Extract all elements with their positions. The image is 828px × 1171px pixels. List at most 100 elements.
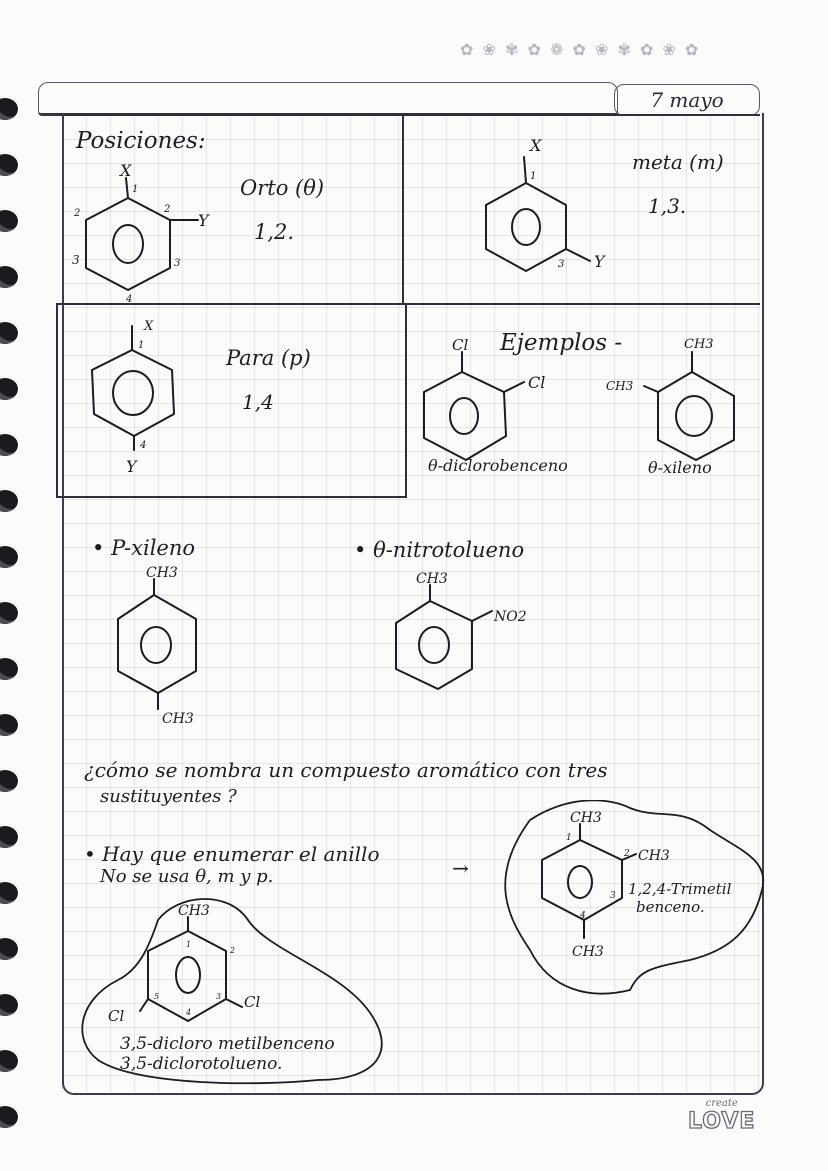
svg-text:2: 2 [73, 208, 80, 219]
svg-text:3: 3 [558, 259, 564, 270]
svg-text:3: 3 [174, 258, 180, 269]
o-nitrotoluene-structure: CH3 NO2 [395, 571, 527, 690]
svg-text:4: 4 [185, 1008, 191, 1017]
svg-text:CH3: CH3 [416, 571, 448, 587]
svg-text:NO2: NO2 [493, 609, 527, 625]
o-nitrotoluene-name: θ-nitrotolueno [373, 538, 525, 562]
rule-line-1: • Hay que enumerar el anillo [84, 842, 380, 866]
spiral-ring [0, 658, 18, 680]
spiral-ring [0, 770, 18, 792]
spiral-binding [0, 0, 52, 1171]
question-line-2: sustituyentes ? [100, 786, 237, 807]
svg-text:2: 2 [163, 204, 170, 215]
svg-text:Cl: Cl [528, 373, 545, 392]
svg-text:4: 4 [139, 440, 146, 451]
para-box-left [56, 303, 58, 498]
section-title: Posiciones: [76, 128, 206, 154]
spiral-ring [0, 938, 18, 960]
o-dichlorobenzene-structure: Cl Cl [423, 336, 545, 461]
brand-logo-small: create [705, 1098, 738, 1109]
o-xylene-structure: CH3 CH3 [606, 337, 735, 461]
spiral-ring [0, 490, 18, 512]
svg-text:2: 2 [229, 946, 235, 955]
spiral-ring [0, 210, 18, 232]
mid-divider-bottom [405, 305, 407, 498]
para-box-bottom [56, 496, 407, 498]
spiral-ring [0, 826, 18, 848]
question-line-1: ¿cómo se nombra un compuesto aromático c… [84, 758, 608, 782]
top-divider [64, 114, 760, 116]
ortho-label: Orto (θ) [240, 176, 325, 200]
svg-text:2: 2 [623, 849, 630, 859]
svg-text:X: X [143, 319, 154, 334]
arrow-icon: → [452, 856, 469, 880]
svg-text:1: 1 [132, 184, 138, 195]
svg-text:Y: Y [594, 252, 606, 271]
svg-text:3: 3 [216, 992, 221, 1001]
brand-logo: create LOVE [687, 1098, 756, 1135]
svg-text:1: 1 [530, 171, 536, 182]
title-bar [38, 82, 618, 116]
spiral-ring [0, 154, 18, 176]
svg-text:Y: Y [126, 457, 138, 476]
page-frame [62, 113, 764, 1095]
svg-text:CH3: CH3 [638, 848, 670, 864]
spiral-ring [0, 322, 18, 344]
svg-text:3: 3 [72, 253, 80, 267]
mid-divider-top [402, 116, 404, 304]
svg-text:5: 5 [154, 992, 159, 1001]
highlight-cloud-trimethyl [490, 799, 780, 1004]
o-xylene-label: θ-xileno [648, 458, 712, 477]
svg-text:3: 3 [610, 891, 616, 901]
o-nitrotoluene-label: • θ-nitrotolueno [354, 538, 525, 562]
svg-text:CH3: CH3 [178, 903, 210, 919]
rule-line-2: No se usa θ, m y p. [100, 866, 274, 887]
svg-text:1: 1 [186, 940, 191, 949]
trimethyl-name-line-2: benceno. [636, 898, 705, 916]
svg-text:CH3: CH3 [684, 337, 714, 352]
spiral-ring [0, 714, 18, 736]
svg-text:1: 1 [138, 340, 144, 351]
spiral-ring [0, 1050, 18, 1072]
dichloro-name-line-2: 3,5-diclorotolueno. [120, 1054, 283, 1074]
dichloro-name-line-1: 3,5-dicloro metilbenceno [120, 1034, 335, 1054]
svg-text:CH3: CH3 [606, 379, 634, 393]
svg-text:X: X [118, 161, 132, 180]
p-xylene-structure: CH3 CH3 [117, 565, 197, 727]
meta-positions: 1,3. [648, 194, 687, 218]
spiral-ring [0, 378, 18, 400]
svg-text:4: 4 [125, 294, 132, 305]
spiral-ring [0, 434, 18, 456]
svg-text:X: X [528, 136, 542, 155]
svg-text:Cl: Cl [108, 1007, 124, 1025]
p-xylene-label: • P-xileno [92, 536, 196, 560]
spiral-ring [0, 1106, 18, 1128]
spiral-ring [0, 602, 18, 624]
meta-label: meta (m) [632, 150, 724, 174]
spiral-ring [0, 98, 18, 120]
date-box: 7 mayo [614, 84, 760, 116]
para-label: Para (p) [226, 346, 311, 370]
svg-text:Y: Y [198, 211, 210, 230]
svg-text:1: 1 [566, 833, 572, 843]
o-dichlorobenzene-label: θ-diclorobenceno [428, 456, 568, 475]
p-xylene-name: P-xileno [111, 536, 196, 560]
spiral-ring [0, 994, 18, 1016]
grid-paper [62, 115, 760, 1093]
svg-text:CH3: CH3 [162, 711, 194, 727]
trimethyl-name-line-1: 1,2,4-Trimetil [628, 880, 732, 898]
para-positions: 1,4 [242, 390, 274, 414]
spiral-ring [0, 546, 18, 568]
svg-text:CH3: CH3 [146, 565, 178, 581]
ortho-benzene-structure: X Y 1 2 2 3 3 4 [72, 161, 210, 305]
meta-benzene-structure: X Y 1 3 [485, 136, 606, 272]
flower-doodle-border: ✿ ❀ ✾ ✿ ❁ ✿ ❀ ✾ ✿ ❀ ✿ [460, 40, 701, 59]
row-divider [56, 303, 760, 305]
svg-text:Cl: Cl [244, 993, 260, 1011]
trimethylbenzene-structure: CH3 CH3 CH3 1 2 3 4 [541, 810, 670, 960]
spiral-ring [0, 266, 18, 288]
examples-title: Ejemplos - [500, 330, 623, 356]
svg-text:CH3: CH3 [570, 810, 602, 826]
brand-logo-big: LOVE [687, 1108, 756, 1134]
